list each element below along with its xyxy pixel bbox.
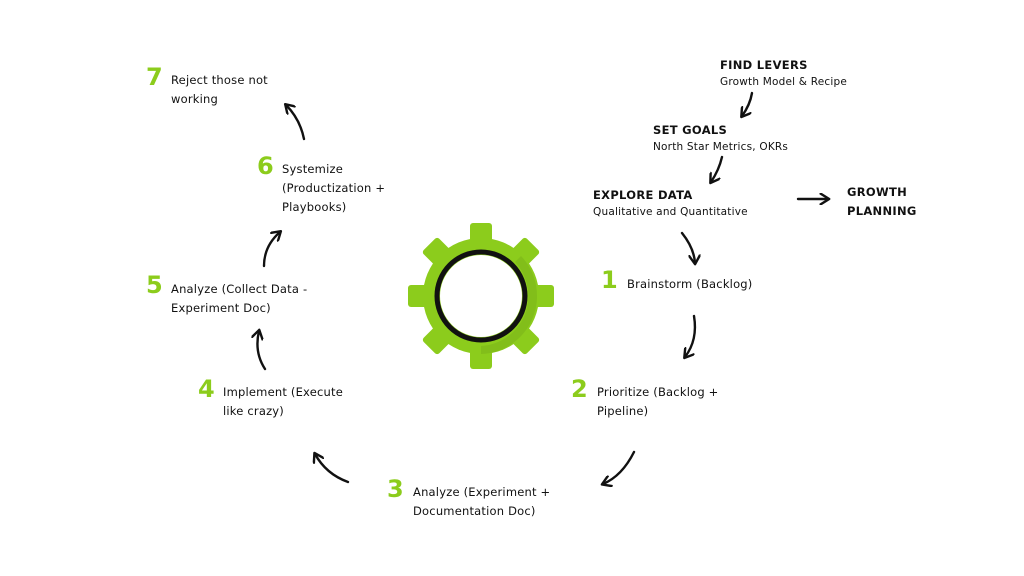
step-6-number: 6 (257, 152, 274, 180)
step-2-label-line1: Prioritize (Backlog + (597, 385, 719, 399)
step-4-number: 4 (198, 375, 215, 403)
step-5-label-line2: Experiment Doc) (171, 301, 271, 315)
step-1-number: 1 (601, 266, 618, 294)
step-5-label-line1: Analyze (Collect Data - (171, 282, 308, 296)
arrow-step5-to-step6 (262, 232, 280, 268)
arrow-levers-to-goals (742, 91, 754, 116)
arrow-goals-to-explore (711, 155, 724, 182)
step-1-label: Brainstorm (Backlog) (627, 277, 753, 291)
step-5-number: 5 (146, 271, 163, 299)
find-levers-subtitle: Growth Model & Recipe (720, 76, 848, 88)
step-3-number: 3 (387, 475, 404, 503)
step-7-number: 7 (146, 63, 163, 91)
step-2-label-line2: Pipeline) (597, 404, 649, 418)
gear-icon (408, 223, 554, 369)
find-levers-title: FIND LEVERS (720, 58, 808, 72)
step-6-label-line3: Playbooks) (282, 200, 347, 214)
growth-planning-line1: GROWTH (847, 185, 908, 199)
step-3-label-line1: Analyze (Experiment + (413, 485, 551, 499)
step-6-label-line2: (Productization + (282, 181, 386, 195)
step-4-label-line2: like crazy) (223, 404, 284, 418)
step-3-label-line2: Documentation Doc) (413, 504, 536, 518)
step-4-label-line1: Implement (Execute (223, 385, 343, 399)
growth-planning-line2: PLANNING (847, 204, 917, 218)
arrow-step4-to-step5 (257, 331, 267, 371)
set-goals-title: SET GOALS (653, 123, 728, 137)
explore-data-title: EXPLORE DATA (593, 188, 693, 202)
arrow-step2-to-step3 (603, 450, 636, 484)
step-7-label-line2: working (171, 92, 219, 106)
explore-data-subtitle: Qualitative and Quantitative (593, 206, 748, 218)
arrow-step6-to-step7 (286, 105, 306, 141)
step-2-number: 2 (571, 375, 588, 403)
step-7-label-line1: Reject those not (171, 73, 268, 87)
arrow-step1-to-step2 (685, 314, 697, 357)
set-goals-subtitle: North Star Metrics, OKRs (653, 141, 789, 153)
arrow-explore-to-step1 (680, 231, 695, 263)
arrow-step3-to-step4 (315, 454, 350, 484)
step-6-label-line1: Systemize (282, 162, 343, 176)
